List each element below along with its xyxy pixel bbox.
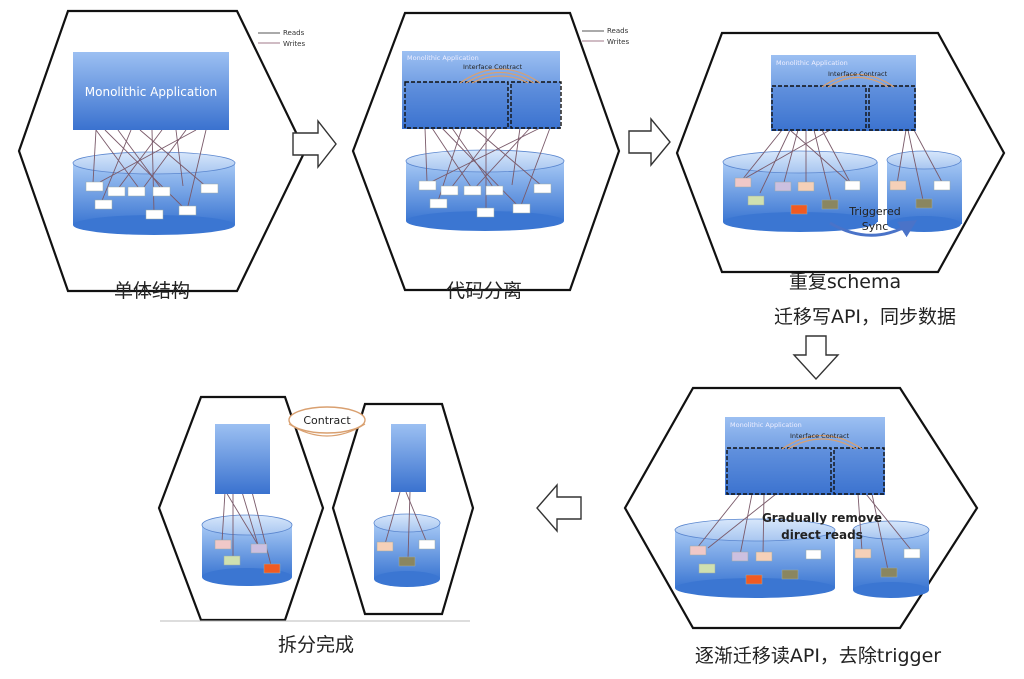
stage1-hexagon <box>17 9 307 293</box>
data-tables <box>734 177 951 215</box>
monolithic-application-box <box>73 52 229 130</box>
data-tables <box>689 545 921 585</box>
monolithic-application-label: Monolithic Application <box>407 54 479 62</box>
caption-stage2: 代码分离 <box>445 280 522 302</box>
interface-contract-arcs <box>781 434 863 450</box>
monolithic-application-label: Monolithic Application <box>85 85 217 99</box>
caption-stage4: 逐渐迁移读API，去除trigger <box>694 645 942 667</box>
access-lines <box>384 491 428 560</box>
monolithic-application-label: Monolithic Application <box>730 421 802 429</box>
module-a-dashed-box <box>771 85 867 131</box>
stage2-diagram: Monolithic Application Interface Contrac… <box>402 51 565 231</box>
arrow-down <box>792 335 840 381</box>
data-tables <box>85 181 219 220</box>
monolithic-application-box <box>771 55 916 131</box>
stage2-hexagon <box>351 11 621 292</box>
database-cylinder <box>201 514 293 586</box>
stage3-hexagon <box>675 31 1006 274</box>
triggered-sync-label-line2: Sync <box>862 220 889 233</box>
database-cylinder-new <box>852 520 930 598</box>
access-lines <box>696 493 913 571</box>
stage4-diagram: Monolithic Application Interface Contrac… <box>674 417 930 598</box>
monolithic-application-box <box>725 417 885 495</box>
stage5-left-hexagon <box>157 395 325 622</box>
triggered-sync-label-line1: Triggered <box>848 205 900 218</box>
stage4-hexagon <box>623 386 979 630</box>
stage5-right-hexagon <box>331 402 475 616</box>
module-b-dashed-box <box>833 447 885 495</box>
service-a-box <box>215 424 270 494</box>
module-b-dashed-box <box>510 81 562 129</box>
service-b-box <box>391 424 426 492</box>
monolithic-application-label: Monolithic Application <box>776 59 848 67</box>
caption-stage5: 拆分完成 <box>277 634 354 656</box>
stage5-right-service <box>373 424 441 587</box>
module-a-dashed-box <box>726 447 832 495</box>
stage3-diagram: Monolithic Application Interface Contrac… <box>722 55 962 238</box>
arrow-right-1 <box>292 118 337 170</box>
legend-reads-label: Reads <box>283 29 305 37</box>
data-tables <box>214 539 281 574</box>
access-lines <box>424 127 551 211</box>
stage5-left-service <box>201 424 293 586</box>
caption-stage1: 单体结构 <box>113 280 190 302</box>
data-tables <box>376 539 436 567</box>
caption-stage3-line2: 迁移写API，同步数据 <box>773 306 957 328</box>
access-lines <box>221 491 272 566</box>
monolithic-application-box <box>402 51 560 129</box>
module-b-dashed-box <box>868 85 916 131</box>
legend-stage2: Reads Writes <box>582 27 629 46</box>
interface-contract-label: Interface Contract <box>790 432 850 440</box>
contract-connector: Contract <box>288 406 366 437</box>
database-cylinder <box>405 149 565 231</box>
legend-writes-label: Writes <box>607 38 629 46</box>
interface-contract-arcs <box>821 73 895 88</box>
access-lines <box>92 129 209 214</box>
stage1-diagram: Monolithic Application <box>72 52 236 235</box>
interface-contract-label: Interface Contract <box>463 63 523 71</box>
gradual-removal-label-line1: Gradually remove <box>762 511 882 525</box>
interface-contract-label: Interface Contract <box>828 70 888 78</box>
database-cylinder-new <box>886 150 962 232</box>
gradual-removal-label-line2: direct reads <box>781 528 863 542</box>
data-tables <box>418 180 552 218</box>
triggered-sync-arrow <box>829 220 918 238</box>
arrow-right-2 <box>628 117 671 167</box>
module-a-dashed-box <box>404 81 509 129</box>
access-lines <box>741 129 944 201</box>
legend-stage1: Reads Writes <box>258 29 305 48</box>
arrow-left <box>536 483 582 533</box>
interface-contract-arcs <box>459 68 541 84</box>
legend-reads-label: Reads <box>607 27 629 35</box>
caption-stage3-line1: 重复schema <box>788 271 902 293</box>
legend-writes-label: Writes <box>283 40 305 48</box>
contract-label: Contract <box>303 414 351 427</box>
database-cylinder-main <box>722 150 878 232</box>
